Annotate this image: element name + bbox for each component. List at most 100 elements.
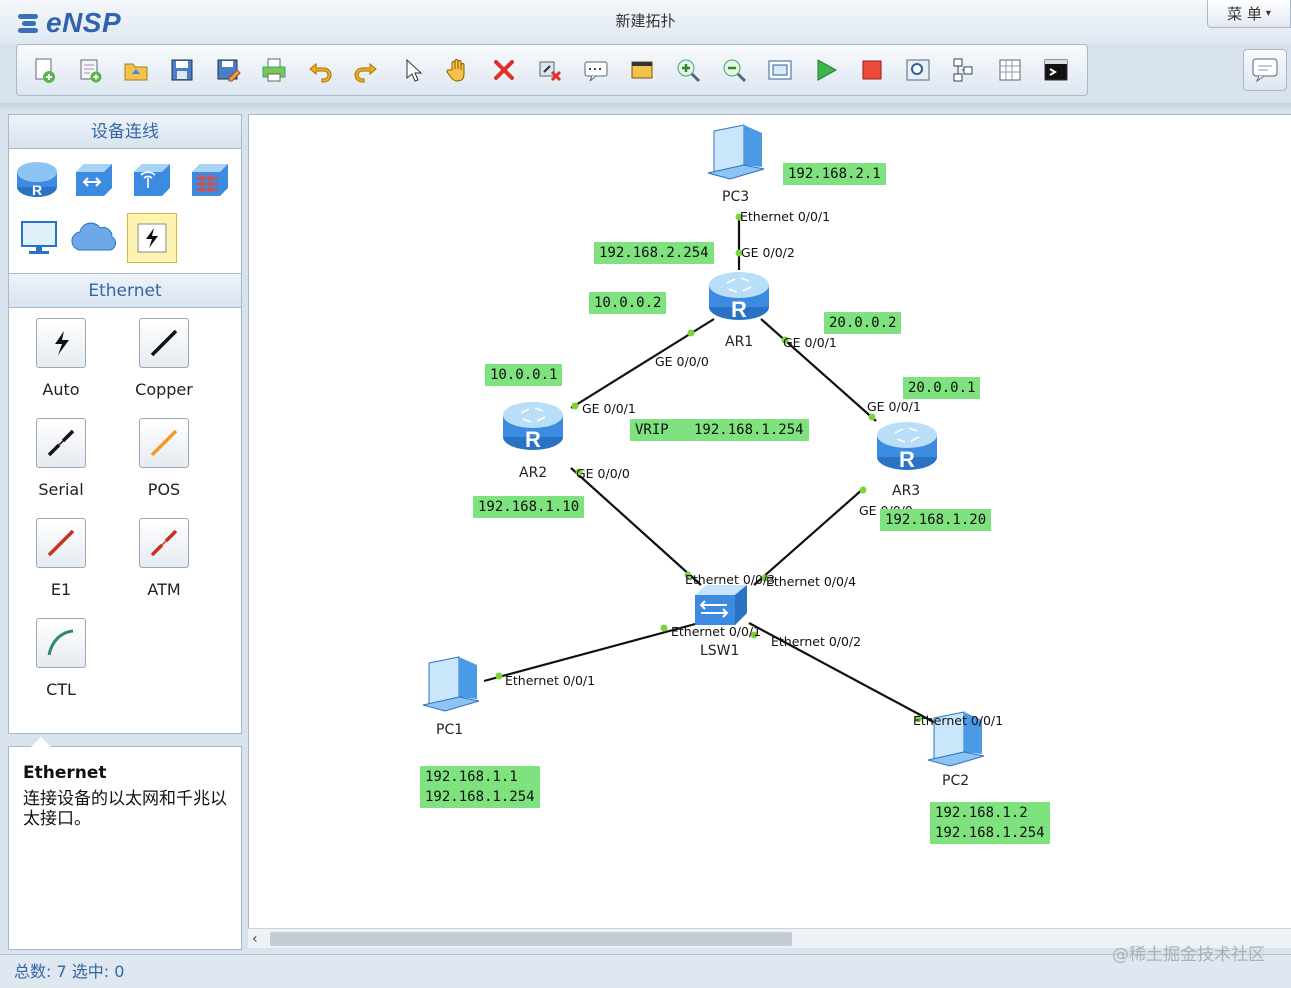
connection-type-list: Auto Copper Serial POS E1 ATM CTL [9, 308, 241, 733]
print-button[interactable] [251, 50, 297, 90]
delete-button[interactable] [481, 50, 527, 90]
save-icon [171, 59, 193, 81]
router-category[interactable]: R [12, 155, 62, 205]
topology-canvas[interactable]: PC3 R AR1 R AR2 R AR3 LSW1 PC1 PC2 Ether… [248, 114, 1291, 928]
start-device-icon [817, 59, 838, 81]
pc2-label: PC2 [942, 773, 970, 789]
select-button[interactable] [389, 50, 435, 90]
switch-icon [695, 585, 747, 625]
capture-button[interactable] [895, 50, 941, 90]
redo-button[interactable] [343, 50, 389, 90]
description-pointer [31, 737, 51, 747]
scrollbar-thumb[interactable] [270, 932, 792, 946]
horizontal-scrollbar[interactable]: ‹ [248, 928, 1291, 948]
select-pointer-icon [406, 58, 423, 82]
connection-category[interactable] [127, 213, 177, 263]
start-device-button[interactable] [803, 50, 849, 90]
switch-category[interactable] [69, 155, 119, 205]
ip-label-vrip[interactable]: VRIP 192.168.1.254 [630, 419, 809, 441]
delete-link-icon [539, 61, 562, 82]
lsw1-node[interactable] [691, 581, 751, 637]
new-lab-icon [80, 59, 102, 83]
pan-button[interactable] [435, 50, 481, 90]
pc1-label: PC1 [436, 722, 464, 738]
add-text-button[interactable] [573, 50, 619, 90]
devices-header: 设备连线 [9, 115, 241, 149]
links-layer [483, 213, 940, 726]
app-logo: eNSP [16, 6, 121, 40]
serial-link-icon [47, 429, 75, 457]
port-label: Ethernet 0/0/1 [740, 209, 831, 224]
port-label: Ethernet 0/0/4 [766, 574, 857, 589]
connection-auto[interactable]: Auto [21, 318, 101, 399]
cloud-category[interactable] [69, 213, 119, 263]
toolbar-divider [0, 103, 1291, 111]
zoom-out-button[interactable] [711, 50, 757, 90]
app-logo-text: eNSP [46, 7, 122, 38]
zoom-in-icon [677, 59, 701, 83]
save-as-button[interactable] [205, 50, 251, 90]
link-lsw-pc2 [748, 622, 940, 726]
wireless-icon [134, 164, 170, 196]
ar1-node[interactable]: R [707, 267, 771, 327]
connection-label: Copper [135, 380, 193, 399]
firewall-category[interactable] [185, 155, 235, 205]
port-dot [684, 571, 692, 579]
auto-link-icon [55, 331, 69, 355]
connection-atm[interactable]: ATM [124, 518, 204, 599]
fit-view-button[interactable] [757, 50, 803, 90]
ip-label-pc3[interactable]: 192.168.2.1 [783, 163, 886, 185]
connection-label: POS [147, 480, 181, 499]
ip-label-ar1-lan[interactable]: 192.168.2.254 [594, 242, 714, 264]
pc1-node[interactable] [419, 655, 489, 723]
stop-device-button[interactable] [849, 50, 895, 90]
save-button[interactable] [159, 50, 205, 90]
status-text: 总数: 7 选中: 0 [14, 962, 125, 981]
ar2-node[interactable]: R [501, 397, 565, 457]
ip-label-ar2-to-ar1[interactable]: 10.0.0.1 [485, 364, 563, 386]
pan-hand-icon [446, 59, 465, 82]
console-button[interactable] [1033, 50, 1079, 90]
port-dot [735, 213, 743, 221]
save-as-icon [217, 59, 241, 82]
connection-copper[interactable]: Copper [124, 318, 204, 399]
ar3-node[interactable]: R [875, 417, 939, 477]
connection-ctl[interactable]: CTL [21, 618, 101, 699]
menu-button[interactable]: 菜 单 ▾ [1207, 0, 1291, 28]
delete-link-button[interactable] [527, 50, 573, 90]
feedback-button[interactable] [1243, 49, 1287, 91]
undo-button[interactable] [297, 50, 343, 90]
pc2-node[interactable] [924, 710, 994, 778]
link-ar1-ar3 [760, 318, 877, 422]
connection-e1[interactable]: E1 [21, 518, 101, 599]
topology-button[interactable] [941, 50, 987, 90]
ip-label-ar2-lan[interactable]: 192.168.1.10 [473, 496, 585, 518]
ar2-label: AR2 [519, 465, 548, 481]
window-title: 新建拓扑 [615, 12, 676, 30]
ip-label-ar1-to-ar3[interactable]: 20.0.0.2 [824, 312, 902, 334]
ip-label-ar1-to-ar2[interactable]: 10.0.0.2 [589, 292, 667, 314]
grid-button[interactable] [987, 50, 1033, 90]
pc3-label: PC3 [722, 189, 750, 205]
connection-serial[interactable]: Serial [21, 418, 101, 499]
copper-link-icon [150, 329, 178, 357]
zoom-in-button[interactable] [665, 50, 711, 90]
connection-pos[interactable]: POS [124, 418, 204, 499]
router-icon: R [877, 422, 937, 472]
description-text: 连接设备的以太网和千兆以太接口。 [23, 789, 227, 829]
ip-label-pc1[interactable]: 192.168.1.1 192.168.1.254 [420, 766, 540, 808]
ip-label-ar3-lan[interactable]: 192.168.1.20 [880, 509, 992, 531]
new-lab-button[interactable] [67, 50, 113, 90]
scroll-left-icon[interactable]: ‹ [252, 931, 258, 947]
fit-view-icon [768, 60, 792, 80]
pc-category[interactable] [14, 213, 64, 263]
palette-button[interactable] [619, 50, 665, 90]
ip-label-ar3-to-ar1[interactable]: 20.0.0.1 [903, 377, 981, 399]
ip-label-pc2[interactable]: 192.168.1.2 192.168.1.254 [930, 802, 1050, 844]
new-topology-button[interactable] [21, 50, 67, 90]
wireless-category[interactable] [127, 155, 177, 205]
pc3-node[interactable] [704, 123, 774, 191]
open-button[interactable] [113, 50, 159, 90]
new-topology-icon [35, 58, 55, 83]
connection-label: Serial [38, 480, 84, 499]
